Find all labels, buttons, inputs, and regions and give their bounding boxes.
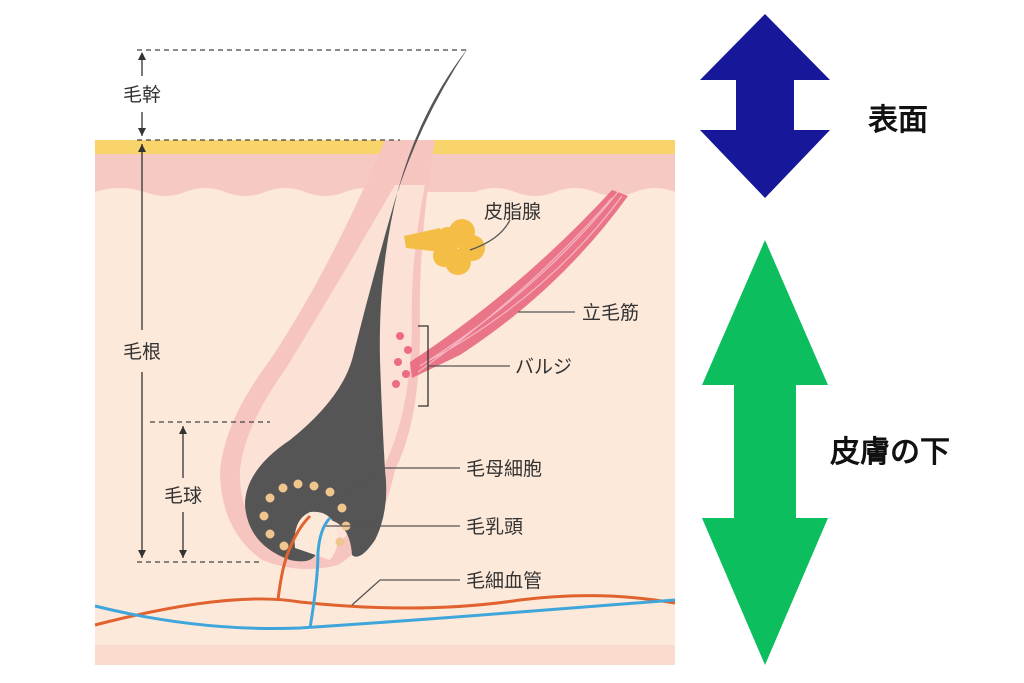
label-sebaceous-gland: 皮脂腺 <box>484 201 541 223</box>
sebaceous-leader <box>469 219 511 251</box>
label-surface: 表面 <box>868 103 928 138</box>
capillary-leader <box>351 579 460 606</box>
matrix-leader <box>341 467 460 496</box>
bulge-cells <box>392 332 412 388</box>
bulge-cell <box>396 332 404 340</box>
arrector-pili-muscle <box>410 190 628 378</box>
label-capillary: 毛細血管 <box>466 570 542 592</box>
matrix-cell <box>335 537 345 547</box>
vein <box>94 598 676 631</box>
surface-double-arrow <box>700 14 830 198</box>
matrix-cell <box>309 481 319 491</box>
label-hair-matrix: 毛母細胞 <box>466 458 542 480</box>
artery-branch <box>276 514 312 601</box>
sebaceous-lobe <box>433 245 455 267</box>
matrix-cell <box>279 541 289 551</box>
label-under-skin: 皮膚の下 <box>830 435 950 470</box>
matrix-cell <box>278 483 288 493</box>
label-hair-bulb: 毛球 <box>164 485 202 507</box>
sebaceous-gland <box>404 219 485 275</box>
artery <box>94 594 676 627</box>
sebaceous-duct <box>404 228 442 252</box>
measurement-guides <box>137 49 468 563</box>
bulge-cell <box>402 370 410 378</box>
matrix-cell <box>293 479 303 489</box>
muscle-fiber <box>419 191 619 367</box>
hair-shaft-and-root <box>245 48 468 562</box>
bulge-cell <box>404 346 412 354</box>
matrix-cell <box>265 493 275 503</box>
subcutis-band <box>95 645 675 665</box>
matrix-cell <box>325 487 335 497</box>
vein-branch <box>308 516 332 629</box>
label-bulge: バルジ <box>515 356 572 378</box>
label-dermal-papilla: 毛乳頭 <box>466 516 523 538</box>
matrix-cell <box>265 529 275 539</box>
muscle-fiber <box>429 195 623 361</box>
label-hair-root: 毛根 <box>123 341 161 363</box>
label-hair-shaft: 毛幹 <box>123 84 161 106</box>
capillaries <box>94 514 676 631</box>
matrix-cell <box>337 503 347 513</box>
matrix-cell <box>259 511 269 521</box>
leader-lines <box>326 219 575 606</box>
muscle-body <box>410 190 628 378</box>
label-arrector-pili: 立毛筋 <box>582 302 639 324</box>
bulge-cell <box>392 380 400 388</box>
hair-matrix-cells <box>259 479 351 551</box>
bulge-cell <box>394 358 402 366</box>
under-skin-double-arrow <box>702 240 828 665</box>
